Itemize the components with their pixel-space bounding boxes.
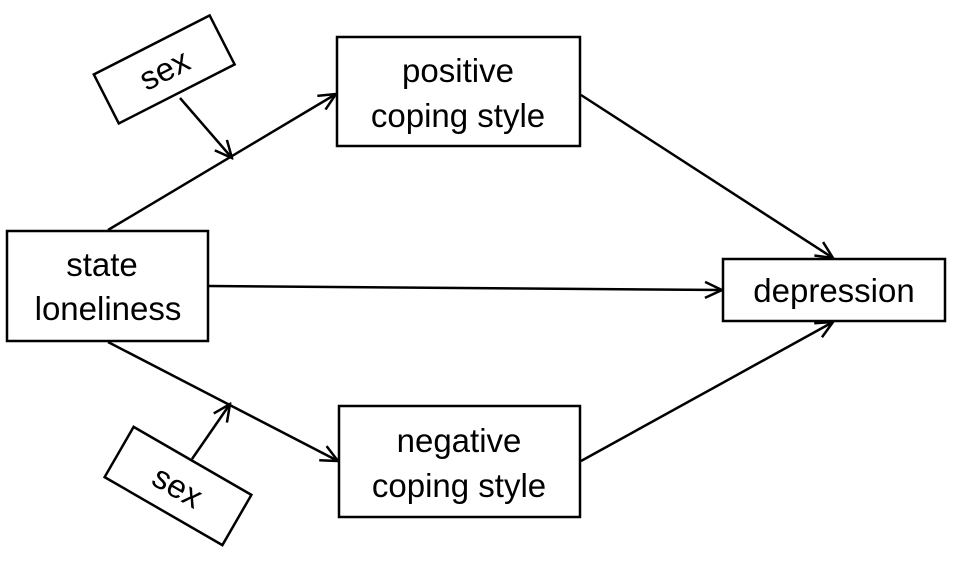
edge-negative-coping-to-depression [580, 322, 833, 463]
node-state-loneliness: state loneliness [5, 229, 210, 343]
edge-loneliness-to-depression [208, 286, 722, 290]
node-negative-coping-line-2: coping style [372, 467, 546, 504]
node-state-loneliness-line-2: loneliness [35, 290, 182, 327]
node-positive-coping-line-2: coping style [371, 97, 545, 134]
edge-loneliness-to-negative-coping [107, 340, 338, 461]
node-depression: depression [721, 257, 947, 323]
node-depression-label: depression [753, 272, 914, 309]
node-sex-top: sex [92, 13, 237, 126]
edge-sex-moderates-positive-path [179, 97, 232, 158]
node-positive-coping-style: positive coping style [335, 35, 582, 148]
edges [107, 93, 833, 463]
edge-loneliness-to-positive-coping [107, 94, 336, 232]
node-sex-bottom: sex [102, 425, 254, 547]
node-negative-coping-style: negative coping style [337, 404, 582, 519]
edge-positive-coping-to-depression [580, 93, 833, 258]
node-positive-coping-line-1: positive [402, 52, 514, 89]
edge-sex-moderates-negative-path [190, 404, 230, 460]
node-negative-coping-line-1: negative [397, 422, 522, 459]
node-state-loneliness-line-1: state [66, 246, 138, 283]
